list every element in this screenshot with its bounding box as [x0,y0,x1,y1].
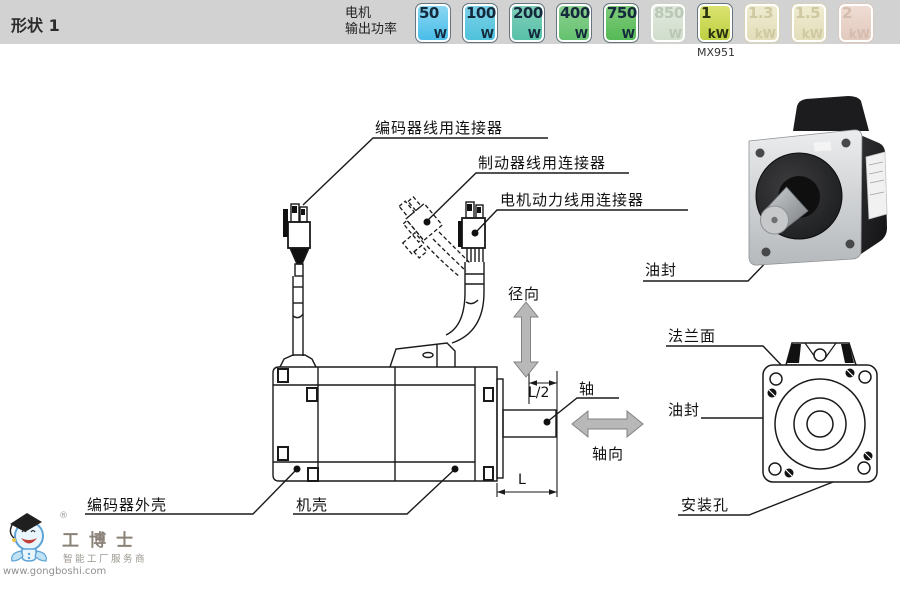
badge-unit: W [621,27,635,41]
callout-encoder-housing: 编码器外壳 [87,496,168,514]
brake-connector-dashed [398,196,472,278]
callout-power-connector: 电机动力线用连接器 [500,191,645,209]
power-badge-1kw: 1 kW [697,3,733,43]
badge-value: 1 [701,4,711,22]
callout-oil-seal-front: 油封 [668,401,701,419]
power-cable-assembly [445,201,486,344]
watermark-url: www.gongboshi.com [3,566,107,577]
dimension-half-length: L/2 [528,385,550,401]
encoder-cable-assembly [283,203,311,356]
badge-unit: W [527,27,541,41]
power-label-line2: 输出功率 [345,22,398,37]
annotation-axial: 轴向 [592,445,625,463]
motor-side-view [272,342,557,482]
badge-unit: kW [754,27,776,41]
power-label-line1: 电机 [345,6,372,21]
dimension-arrowheads [497,380,557,495]
photo-corner-holes [755,138,855,257]
badge-value: 750 [607,4,637,22]
model-note: MX951 [697,46,736,59]
power-badge-1-5kw: 1.5 kW [791,3,827,43]
motor-photo [748,96,888,266]
shaft-flange-disc [496,378,504,479]
callout-flange-face: 法兰面 [668,327,717,345]
callout-encoder-connector: 编码器线用连接器 [375,119,504,137]
badge-unit: W [668,27,682,41]
badge-value: 850 [654,4,684,22]
direction-arrows [512,301,644,439]
motor-front-view [762,342,878,483]
badge-value: 400 [560,4,590,22]
callout-oil-seal-photo: 油封 [645,261,678,279]
registered-trademark-symbol: ® [59,511,68,521]
dimension-length: L [518,472,526,488]
callout-brake-connector: 制动器线用连接器 [478,154,607,172]
power-badge-2kw: 2 kW [838,3,874,43]
shaft-side [502,409,557,438]
badge-value: 1.5 [795,4,821,22]
badge-value: 1.3 [748,4,774,22]
badge-unit: kW [848,27,870,41]
watermark-brand: 工博士 [62,531,143,551]
axial-arrow [571,409,644,439]
callout-mounting-hole: 安装孔 [681,496,730,514]
callout-casing: 机壳 [296,496,329,514]
gongboshi-mascot-logo [9,513,47,562]
badge-value: 100 [466,4,496,22]
power-output-label: 电机 输出功率 [345,6,397,38]
badge-value: 50 [419,4,439,22]
badge-unit: kW [801,27,823,41]
power-badge-1-3kw: 1.3 kW [744,3,780,43]
terminal-box [389,342,456,368]
callout-dots [293,217,810,473]
badge-unit: W [433,27,447,41]
badge-value: 200 [513,4,543,22]
small-label [813,141,832,152]
page-title: 形状 1 [11,16,60,35]
watermark-tagline: 智能工厂服务商 [63,554,148,565]
annotation-shaft: 轴 [579,380,596,398]
badge-value: 2 [842,4,852,22]
nameplate-label [865,151,888,220]
badge-unit: W [480,27,494,41]
callout-lines [85,137,862,516]
badge-unit: kW [707,27,729,41]
radial-arrow [512,301,540,378]
annotation-radial: 径向 [508,285,541,303]
badge-unit: W [574,27,588,41]
